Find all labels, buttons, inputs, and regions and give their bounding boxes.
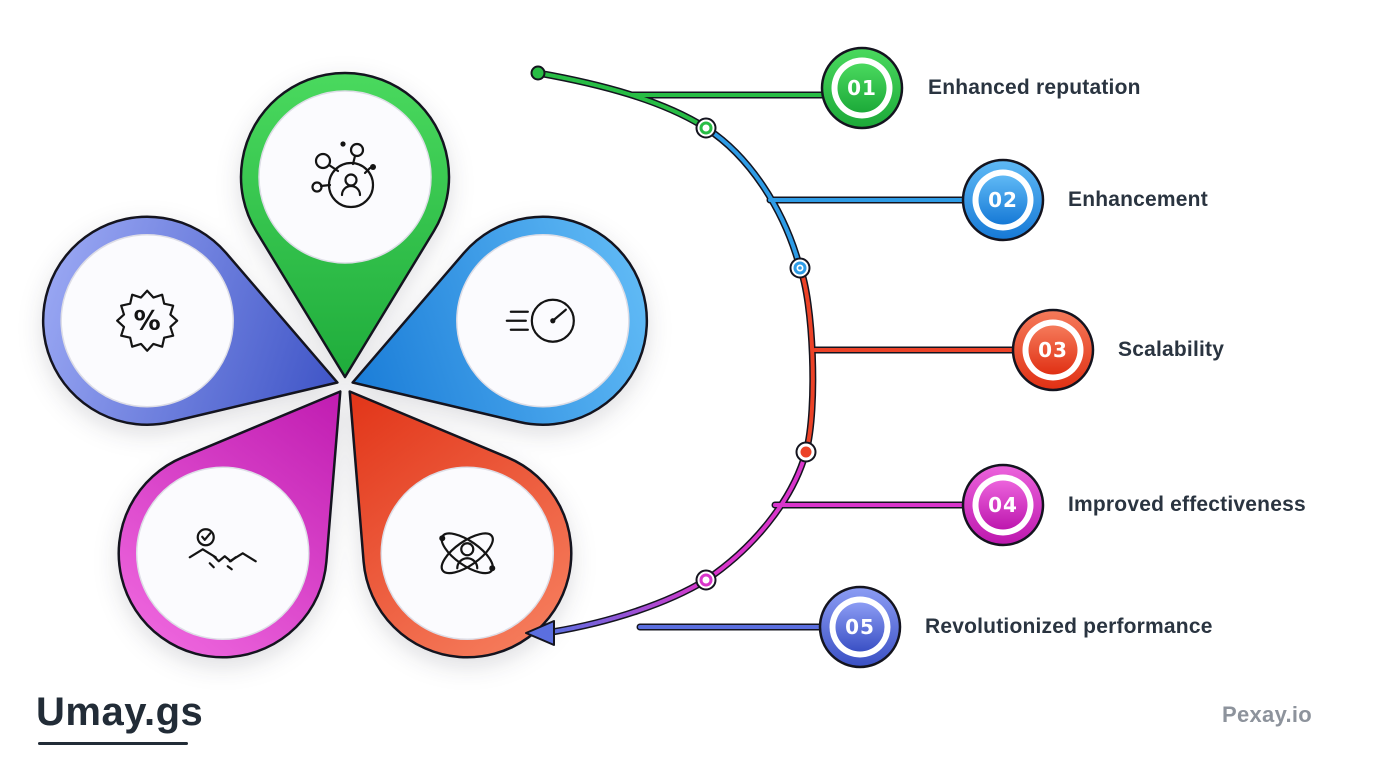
- timeline-node-4: [695, 569, 717, 591]
- step-label-3: Scalability: [1118, 338, 1225, 361]
- arc-start-dot: [530, 65, 546, 81]
- arc-segment-indigo: [550, 578, 708, 634]
- arc-arrowhead: [525, 620, 555, 646]
- step-number-1: 01: [847, 76, 877, 100]
- step-badge-2: 02: [961, 158, 1045, 242]
- petal-upper-right-inner-circle: [456, 233, 630, 408]
- petal-lower-left: [117, 390, 342, 659]
- percent-badge-icon: %: [116, 289, 179, 352]
- step-label-5: Revolutionized performance: [925, 615, 1213, 638]
- step-badge-4: 04: [961, 463, 1045, 547]
- petal-lower-right-inner-circle: [380, 466, 555, 641]
- step-number-2: 02: [988, 188, 1018, 212]
- arc-segment-magenta: [704, 450, 808, 582]
- step-badge-5: 05: [818, 585, 902, 669]
- speedometer-icon: [505, 298, 575, 343]
- step-number-3: 03: [1038, 338, 1068, 362]
- petal-flower-diagram: %: [41, 71, 649, 659]
- petal-lower-right: [348, 390, 573, 659]
- petal-upper-right: [351, 215, 649, 426]
- timeline-node-1: [695, 117, 717, 139]
- arc-segment-green: [536, 71, 708, 130]
- percent-symbol: %: [134, 306, 161, 337]
- petal-upper-left-inner-circle: [60, 233, 234, 408]
- petal-top: [239, 71, 451, 379]
- step-badge-1: 01: [820, 46, 904, 130]
- step-label-1: Enhanced reputation: [928, 76, 1141, 99]
- arc-outline-underlay: [534, 69, 1024, 636]
- people-network-icon: [311, 141, 376, 209]
- step-label-4: Improved effectiveness: [1068, 493, 1306, 516]
- arc-segment-red: [798, 266, 815, 454]
- petal-lower-left-inner-circle: [135, 466, 310, 641]
- handshake-check-icon: [188, 528, 257, 571]
- credit-text: Pexay.io: [1222, 702, 1313, 727]
- step-number-4: 04: [988, 493, 1018, 517]
- timeline-node-2: [789, 257, 811, 279]
- timeline-node-3: [795, 441, 817, 463]
- step-number-5: 05: [845, 615, 875, 639]
- arc-segment-blue: [704, 126, 802, 270]
- step-badge-3: 03: [1011, 308, 1095, 392]
- arc-colored-segments: [536, 71, 1022, 634]
- step-label-2: Enhancement: [1068, 188, 1208, 211]
- flower-root: %: [41, 71, 649, 659]
- logo-text: Umay.gs: [36, 690, 204, 734]
- petal-upper-left: %: [41, 215, 339, 426]
- person-atom-icon: [439, 532, 496, 575]
- petal-top-inner-circle: [258, 90, 432, 264]
- logo-underline: [38, 742, 188, 745]
